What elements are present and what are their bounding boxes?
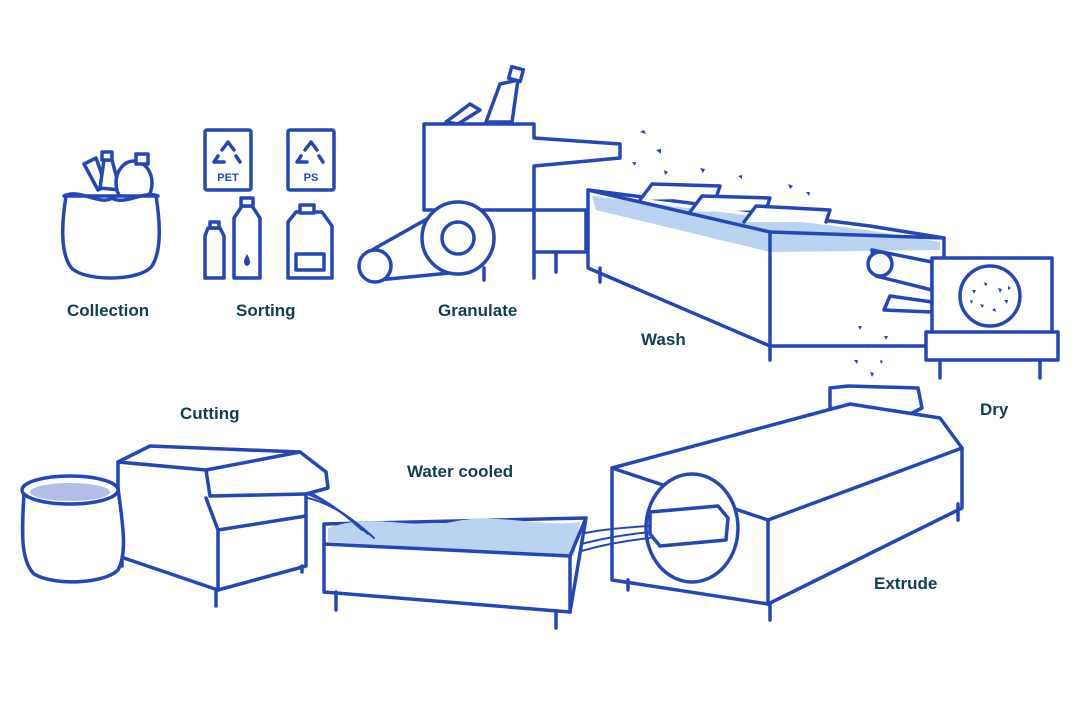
step-label-collection: Collection <box>67 301 150 320</box>
step-label-cutting: Cutting <box>180 404 240 423</box>
ps-tag: PS <box>304 172 319 184</box>
recycle-icon <box>295 140 325 164</box>
sorting-station: PET PS <box>203 128 336 280</box>
step-label-water-cooled: Water cooled <box>407 462 514 481</box>
step-label-sorting: Sorting <box>236 301 296 320</box>
pet-bottle <box>232 204 262 280</box>
ps-card <box>286 128 336 192</box>
cutting-machine <box>116 444 330 608</box>
wash-tank <box>586 130 946 362</box>
extruder-machine <box>610 402 964 622</box>
water-cooling-bath <box>322 516 588 630</box>
recycle-icon <box>212 140 242 164</box>
granulator-machine <box>357 64 622 284</box>
dryer-machine <box>828 248 1060 422</box>
step-label-extrude: Extrude <box>874 574 938 593</box>
pet-card <box>203 128 253 192</box>
collection-bag <box>60 150 162 280</box>
small-bottle <box>203 226 226 280</box>
pet-tag: PET <box>217 172 239 184</box>
step-label-dry: Dry <box>980 400 1009 419</box>
pellet-sack <box>20 474 126 584</box>
step-label-wash: Wash <box>641 330 686 349</box>
step-label-granulate: Granulate <box>438 301 518 320</box>
